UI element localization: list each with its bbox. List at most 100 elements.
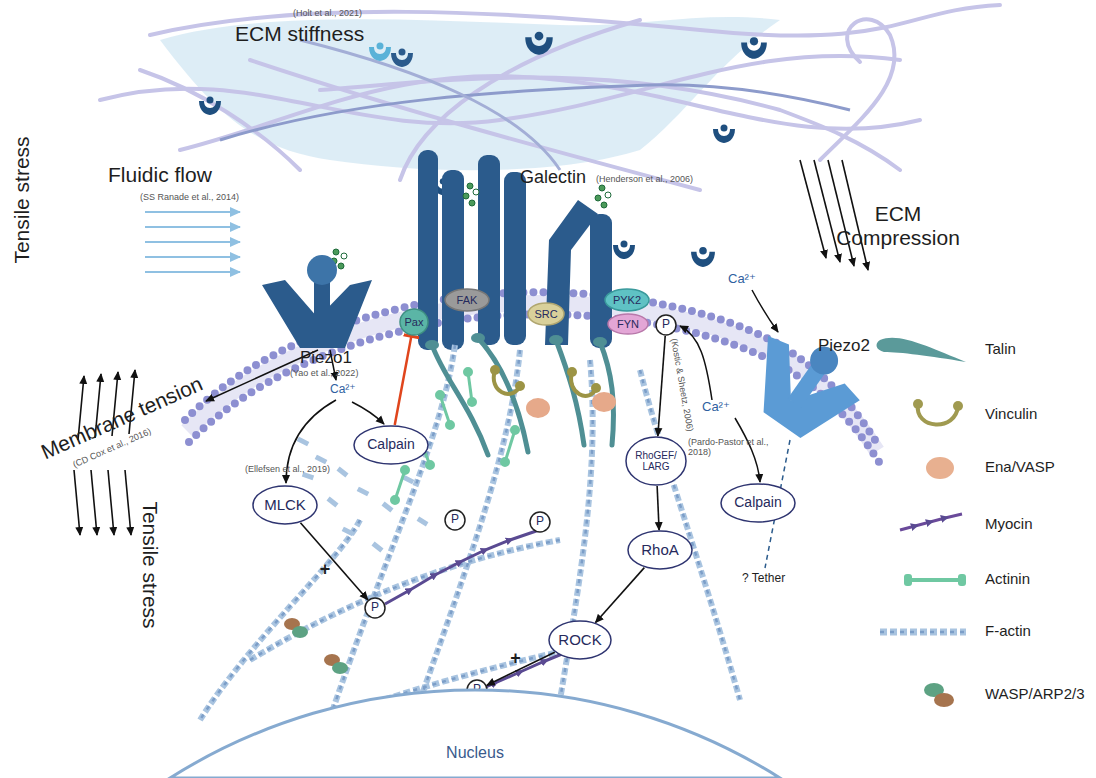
node-outline — [354, 426, 428, 464]
rhogef-ellipse: RhoGEF/ LARG — [625, 436, 687, 486]
integrin-receptor-part — [478, 155, 500, 345]
galectin-symbol-part — [199, 97, 221, 116]
ecm-network-part-part — [180, 76, 920, 150]
text-label: (Pardo-Pastor et al., 2018) — [688, 437, 788, 458]
node-outline — [549, 621, 611, 659]
text-label: (Henderson et al., 2006) — [596, 174, 693, 184]
lipid-bilayer-part — [189, 314, 879, 462]
f-actin-filament-part-part — [305, 475, 311, 477]
text-label: Piezo1 — [300, 348, 352, 368]
text-label: Ca²⁺ — [702, 400, 730, 415]
text-label: ECM Compression — [828, 202, 968, 250]
tensile-arrows-part — [74, 470, 80, 535]
f-actin-filament-part-part — [340, 470, 345, 474]
f-actin-filament-part-part — [385, 505, 390, 509]
ecm-network-part — [220, 85, 850, 140]
talin-protein-part — [478, 338, 528, 452]
legend-text: F-actin — [985, 622, 1031, 639]
node-outline — [170, 690, 780, 778]
node-text: SRC — [534, 308, 557, 320]
node-text: P — [451, 513, 459, 526]
tensile-arrows-part — [91, 470, 97, 535]
vinculin-protein — [490, 365, 601, 396]
ena-vasp-protein — [526, 392, 616, 418]
node-outline — [170, 690, 780, 778]
node-text: PYK2 — [613, 294, 641, 306]
talin-head-part — [471, 333, 485, 343]
f-actin-filament-part-part — [250, 540, 560, 660]
legend-text: Actinin — [985, 570, 1030, 587]
glycan-chain-part — [333, 249, 339, 255]
node-text: RhoA — [641, 542, 679, 559]
glycan-chain-part — [595, 195, 601, 201]
f-actin-filament-part-part — [318, 458, 324, 461]
legend-sample-part — [958, 574, 966, 586]
glycan-chain-part — [469, 200, 475, 206]
wasp-arp23-complex — [284, 618, 348, 674]
integrin-receptor-part — [442, 170, 464, 350]
glycan-chain-part — [599, 185, 605, 191]
f-actin-filament-part-part — [300, 440, 306, 443]
legend-sample-part — [880, 629, 966, 636]
text-label: (Holt et al., 2021) — [293, 8, 362, 18]
activation-connector — [658, 336, 665, 436]
phospho-circle: P — [444, 509, 466, 531]
phospho-circle: P — [529, 511, 551, 533]
text-label: ? Tether — [742, 572, 785, 586]
node-outline — [605, 289, 649, 311]
text-label: Membrane tension — [38, 372, 207, 465]
text-label: Piezo2 — [818, 336, 870, 356]
myosin-filament-part — [385, 528, 545, 604]
legend-sample — [877, 338, 966, 707]
f-actin-filament-part-part — [360, 490, 366, 493]
galectin-symbol-part — [525, 32, 553, 55]
talin-head — [425, 333, 607, 350]
compression-arrows — [800, 160, 868, 270]
rock-ellipse: ROCK — [548, 620, 612, 660]
actinin-protein-part — [512, 427, 519, 434]
node-outline — [721, 484, 795, 522]
signal-arrow-part — [352, 402, 384, 424]
node-text: Calpain — [367, 437, 414, 452]
text-label: (Kostic & Sheetz, 2006) — [669, 338, 696, 433]
galectin-symbol-part — [613, 241, 635, 260]
node-outline — [365, 598, 385, 618]
node-outline — [530, 512, 550, 532]
legend-text: Ena/VASP — [985, 458, 1055, 475]
actinin-protein-part — [447, 422, 454, 429]
legend-sample-part — [913, 399, 923, 409]
galectin-symbol-part — [741, 37, 767, 59]
legend-sample-part — [953, 401, 963, 411]
f-actin-filament-part-part — [420, 520, 425, 523]
ecm-network-part-part — [100, 56, 900, 123]
talin-head-part — [549, 335, 563, 345]
glycan-chain — [331, 183, 611, 269]
legend-text: Vinculin — [985, 405, 1037, 422]
rhoa-ellipse: RhoA — [627, 530, 693, 570]
actinin-protein-part — [502, 459, 509, 466]
node-text: FYN — [617, 318, 639, 330]
inhibition-connector — [395, 336, 412, 425]
legend-sample-part — [918, 404, 958, 425]
talin-protein — [432, 338, 614, 455]
fyn-kinase: FYN — [607, 313, 649, 335]
legend-sample-part — [910, 578, 960, 582]
f-actin-filament-part-part — [420, 350, 520, 700]
activation-connector — [596, 568, 645, 623]
node-outline — [628, 531, 692, 569]
legend-text: Talin — [985, 340, 1016, 357]
calpain-ellipse: Calpain — [353, 425, 429, 465]
text-label: Tensile stress — [138, 501, 162, 628]
legend-sample-part — [904, 574, 912, 586]
src-kinase: SRC — [527, 302, 565, 326]
node-text: MLCK — [264, 497, 306, 514]
text-label: Ca²⁺ — [330, 383, 356, 397]
text-label: ECM stiffness — [235, 22, 364, 46]
node-outline — [608, 314, 648, 334]
glycan-chain-part — [473, 189, 479, 195]
actinin-protein-part — [427, 462, 434, 469]
legend-sample-part — [900, 514, 962, 530]
paxillin-protein: Pax — [399, 308, 429, 336]
galectin-symbol-part — [369, 43, 391, 62]
